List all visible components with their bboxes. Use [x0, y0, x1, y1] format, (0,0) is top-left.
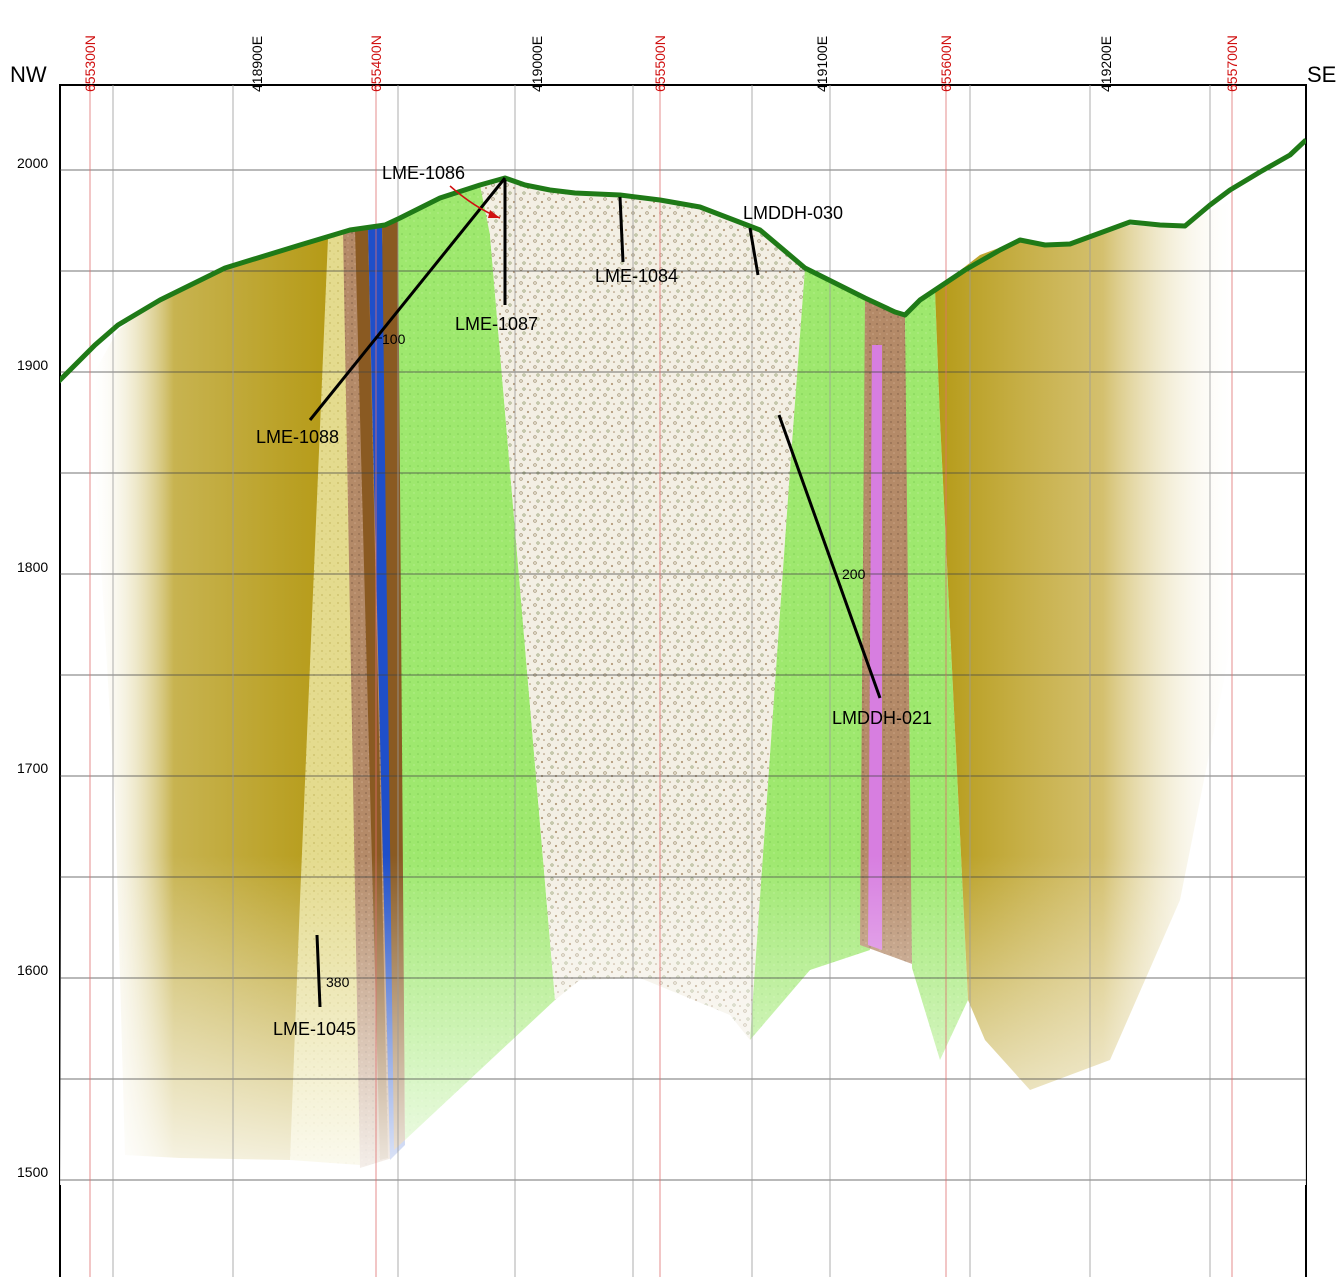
label-lme-1086: LME-1086: [382, 163, 465, 183]
bottom-fade: [60, 85, 1306, 1185]
elevation-label: 1700: [17, 760, 48, 776]
northing-label: 655300N: [82, 35, 98, 92]
northing-label: 655700N: [1224, 35, 1240, 92]
elevation-labels: 2000 1900 1800 1700 1600 1500: [17, 155, 48, 1180]
northing-label: 655600N: [938, 35, 954, 92]
easting-label: 419200E: [1098, 36, 1114, 92]
trace-lmddh-030: [748, 227, 760, 276]
coordinate-labels: 655300N 655400N 655500N 655600N 655700N 41890…: [82, 35, 1240, 92]
elevation-label: 1500: [17, 1164, 48, 1180]
label-lme-1087: LME-1087: [455, 314, 538, 334]
trace-lme-1045: [315, 934, 322, 1008]
trace-lme-1084: [618, 196, 625, 263]
label-lme-1084: LME-1084: [595, 266, 678, 286]
lme-1086-arrowhead: [488, 210, 500, 218]
trace-lme-1088: [308, 177, 507, 421]
elevation-grid: [60, 169, 1306, 1181]
label-lme-1088: LME-1088: [256, 427, 339, 447]
easting-label: 418900E: [249, 36, 265, 92]
elevation-label: 1600: [17, 962, 48, 978]
depth-mark-200: 200: [842, 566, 866, 582]
direction-se: SE: [1307, 62, 1336, 87]
drillhole-traces: [308, 177, 882, 1008]
easting-label: 419000E: [529, 36, 545, 92]
northing-label: 655400N: [368, 35, 384, 92]
easting-label: 419100E: [814, 36, 830, 92]
coordinate-grid: [89, 85, 1233, 1277]
trace-lmddh-021: [777, 414, 882, 699]
direction-nw: NW: [10, 62, 47, 87]
topography-line: [60, 138, 1306, 384]
geology-units: [60, 85, 1306, 1185]
label-lmddh-021: LMDDH-021: [832, 708, 932, 728]
depth-mark-380: 380: [326, 974, 350, 990]
northing-label: 655500N: [652, 35, 668, 92]
label-lme-1045: LME-1045: [273, 1019, 356, 1039]
label-lmddh-030: LMDDH-030: [743, 203, 843, 223]
depth-mark-100: 100: [382, 331, 406, 347]
elevation-label: 1900: [17, 357, 48, 373]
elevation-label: 2000: [17, 155, 48, 171]
elevation-label: 1800: [17, 559, 48, 575]
